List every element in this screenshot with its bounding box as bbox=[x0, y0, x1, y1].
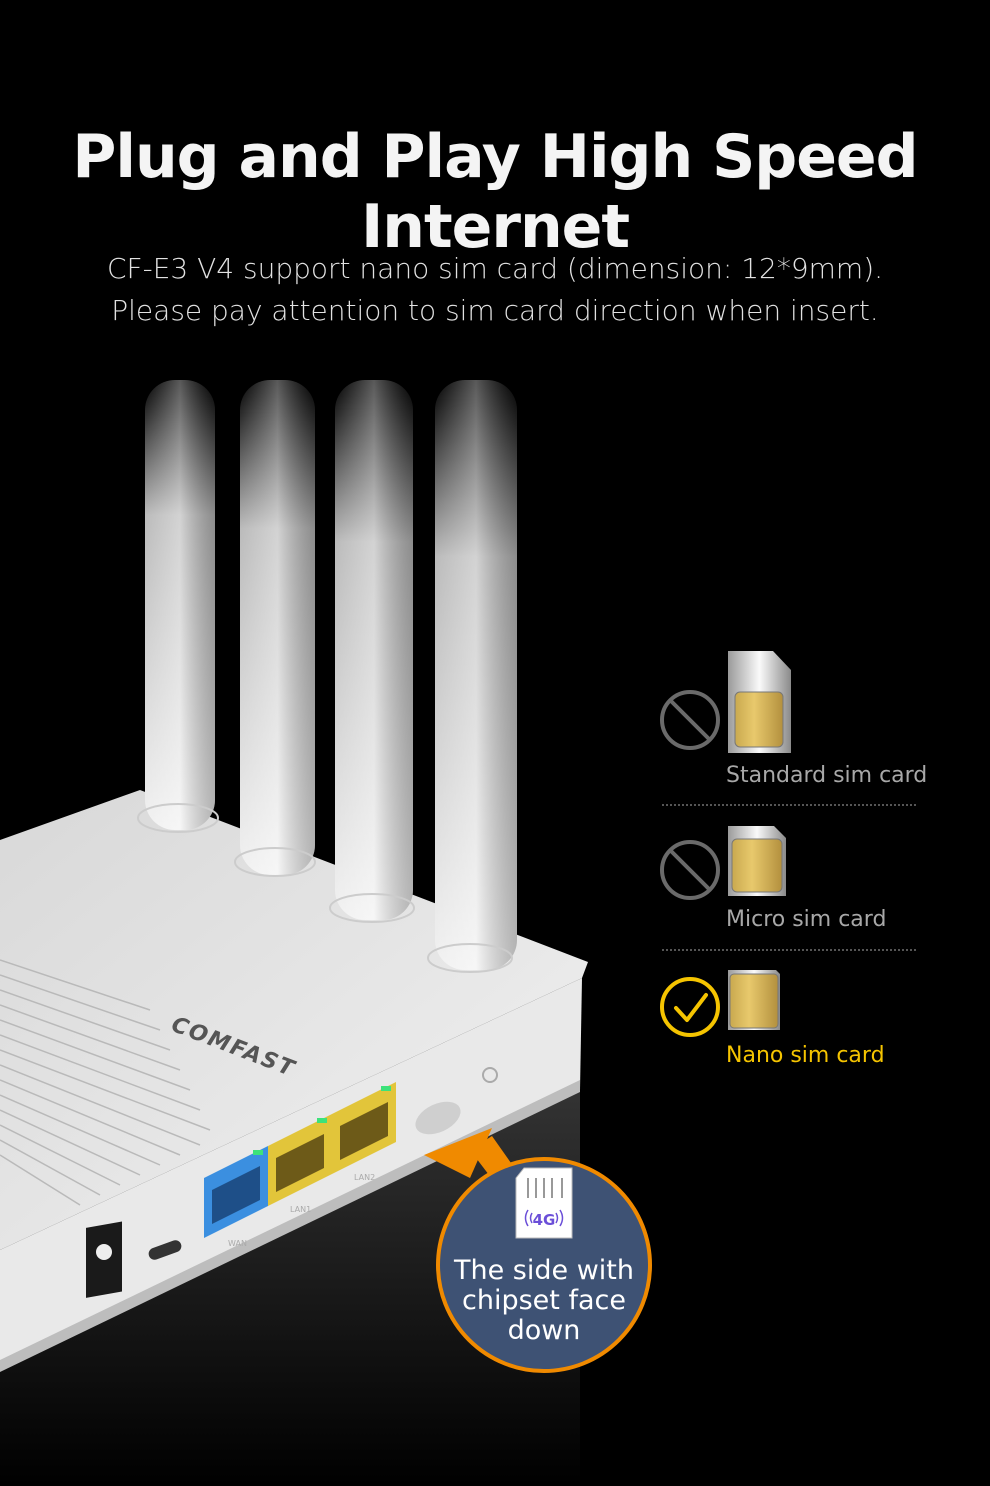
subtitle-line-1: CF-E3 V4 support nano sim card (dimensio… bbox=[106, 252, 884, 285]
dc-pin bbox=[96, 1244, 112, 1260]
nano-sim-label: Nano sim card bbox=[726, 1043, 885, 1068]
callout-circle bbox=[436, 1157, 652, 1373]
sim-slot bbox=[415, 1101, 461, 1135]
antenna-4 bbox=[427, 380, 517, 973]
sim-card-chip-icon: 4G bbox=[515, 1167, 573, 1239]
nano-sim-card-icon bbox=[728, 970, 780, 1030]
port-lan1: LAN1 bbox=[268, 1114, 332, 1214]
router-top-face bbox=[0, 790, 588, 1250]
micro-sim-card-icon bbox=[728, 826, 786, 896]
divider bbox=[662, 804, 916, 806]
router-reflection bbox=[0, 1090, 580, 1486]
prohibited-icon bbox=[660, 690, 720, 750]
usb-port bbox=[148, 1240, 182, 1260]
subtitle-line-2: Please pay attention to sim card directi… bbox=[111, 294, 879, 327]
antenna-3 bbox=[329, 380, 415, 923]
standard-sim-label: Standard sim card bbox=[726, 763, 928, 788]
antenna-1 bbox=[137, 380, 219, 833]
antennas bbox=[137, 380, 517, 973]
callout-text: The side with chipset face down bbox=[454, 1255, 634, 1346]
prohibited-icon bbox=[660, 840, 720, 900]
port-label-wan: WAN bbox=[228, 1239, 247, 1248]
port-label-lan1: LAN1 bbox=[290, 1205, 311, 1214]
standard-sim-card-icon bbox=[728, 651, 791, 753]
divider bbox=[662, 949, 916, 951]
port-lan2: LAN2 bbox=[332, 1082, 396, 1182]
check-circle-icon bbox=[660, 977, 720, 1037]
page-title: Plug and Play High Speed Internet bbox=[72, 122, 918, 262]
antenna-2 bbox=[234, 380, 316, 877]
reset-button bbox=[482, 1067, 498, 1083]
sim-4g-badge: 4G bbox=[533, 1211, 556, 1229]
micro-sim-label: Micro sim card bbox=[726, 907, 887, 932]
vent-lines bbox=[0, 959, 211, 1206]
port-label-lan2: LAN2 bbox=[354, 1173, 375, 1182]
port-wan: WAN bbox=[204, 1146, 268, 1248]
